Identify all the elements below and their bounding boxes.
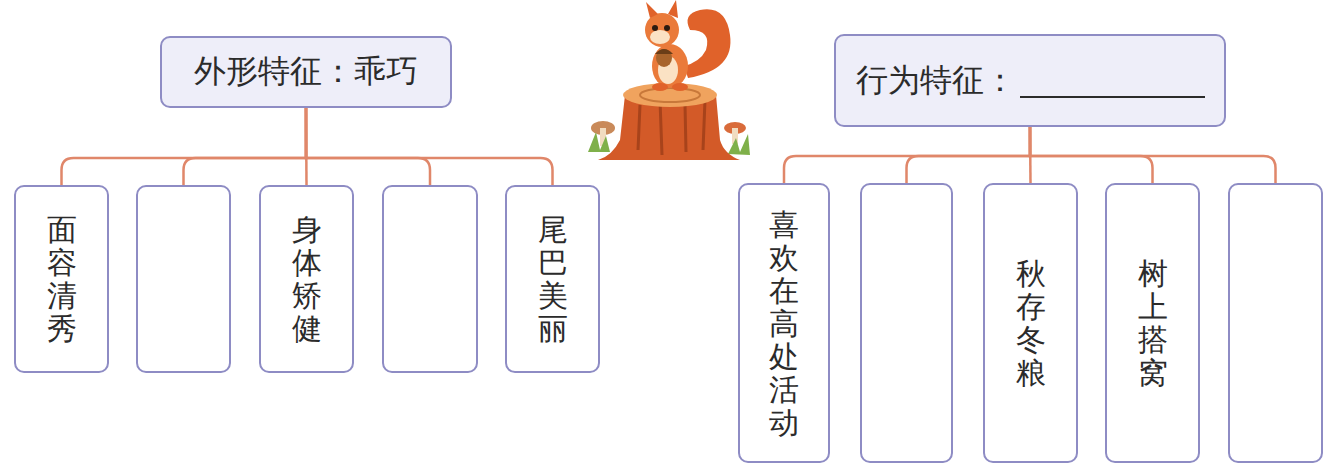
feature-label: 喜欢在高处活动 (769, 208, 799, 439)
feature-box: 尾巴美丽 (505, 185, 600, 373)
squirrel-muzzle (650, 30, 670, 44)
feature-box (382, 185, 478, 373)
squirrel-foot (652, 83, 668, 91)
feature-label: 尾巴美丽 (538, 213, 568, 345)
acorn-cap (655, 49, 673, 54)
squirrel-eye (664, 25, 670, 31)
answer-blank (1020, 64, 1205, 98)
category-label: 外形特征：乖巧 (194, 50, 418, 94)
feature-box: 喜欢在高处活动 (738, 183, 830, 463)
feature-label: 身体矫健 (292, 213, 322, 345)
tree-connector (184, 108, 307, 185)
acorn (656, 49, 672, 67)
squirrel-tail (684, 9, 730, 78)
grass (728, 134, 750, 155)
feature-label: 面容清秀 (47, 213, 77, 345)
tree-connector (306, 108, 553, 185)
tree-connector (306, 108, 430, 185)
feature-box (860, 183, 953, 463)
category-box: 外形特征：乖巧 (160, 36, 452, 108)
squirrel-ears (646, 0, 678, 18)
squirrel-eye (652, 25, 658, 31)
tree-connector (784, 127, 1030, 183)
squirrel-head (645, 13, 679, 47)
tree-rings (640, 88, 700, 102)
feature-box: 身体矫健 (259, 185, 354, 373)
category-box: 行为特征： (834, 34, 1226, 127)
tree-connector (1030, 127, 1276, 183)
bark-lines (638, 100, 705, 155)
feature-box: 秋存冬粮 (983, 183, 1078, 463)
feature-label: 树上搭窝 (1138, 257, 1168, 389)
tree-connector (907, 127, 1031, 183)
feature-label: 秋存冬粮 (1016, 257, 1046, 389)
feature-box: 树上搭窝 (1105, 183, 1200, 463)
feature-box: 面容清秀 (14, 185, 109, 373)
grass (588, 132, 610, 152)
feature-box (136, 185, 231, 373)
category-label: 行为特征： (856, 59, 1016, 103)
feature-box (1228, 183, 1323, 463)
squirrel-foot (672, 83, 688, 91)
squirrel-body (652, 44, 688, 88)
tree-connector (62, 108, 307, 185)
